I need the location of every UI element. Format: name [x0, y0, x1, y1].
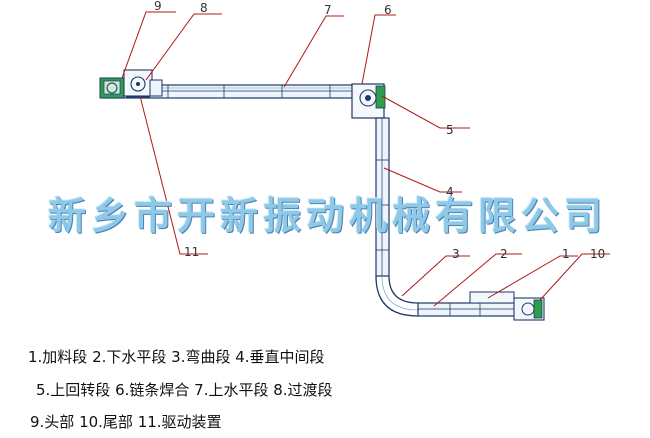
callout-11: 11: [184, 245, 199, 259]
bend-section: [375, 275, 419, 317]
head-drive-unit: [99, 69, 163, 99]
callout-5: 5: [446, 123, 454, 137]
lower-horizontal-section: [417, 291, 531, 317]
callout-6: 6: [384, 3, 392, 17]
callout-8: 8: [200, 1, 208, 15]
callout-1: 1: [562, 247, 570, 261]
callout-3: 3: [452, 247, 460, 261]
tail-unit: [513, 297, 545, 321]
upper-turning-section: [351, 83, 386, 119]
callout-9: 9: [154, 0, 162, 13]
callout-2: 2: [500, 247, 508, 261]
callout-labels: 9 8 7 6 5 4 11 3 2 1 10: [154, 0, 605, 261]
callout-7: 7: [324, 3, 332, 17]
callout-4: 4: [446, 185, 454, 199]
callout-10: 10: [590, 247, 605, 261]
company-watermark: 新乡市开新振动机械有限公司: [48, 193, 608, 238]
vertical-section: [375, 117, 390, 277]
leader-lines: [121, 11, 610, 307]
